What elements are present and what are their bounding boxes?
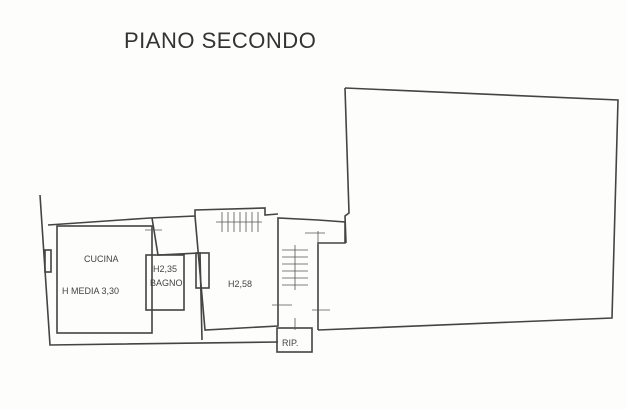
building-walls — [39, 194, 346, 353]
room-height-main: H2,58 — [228, 279, 252, 289]
room-height-cucina: H MEDIA 3,30 — [62, 286, 119, 296]
window — [44, 249, 52, 273]
lot-outline — [317, 87, 619, 331]
room-height-bagno: H2,35 — [153, 264, 177, 274]
column-marks — [145, 229, 330, 330]
room-label-bagno: BAGNO — [150, 278, 183, 288]
rip-room — [276, 327, 313, 353]
stairs — [216, 212, 308, 290]
room-label-rip: RIP. — [282, 338, 298, 348]
room-label-cucina: CUCINA — [84, 254, 119, 264]
bagno-walls — [145, 254, 185, 311]
plan-title: PIANO SECONDO — [124, 28, 317, 53]
